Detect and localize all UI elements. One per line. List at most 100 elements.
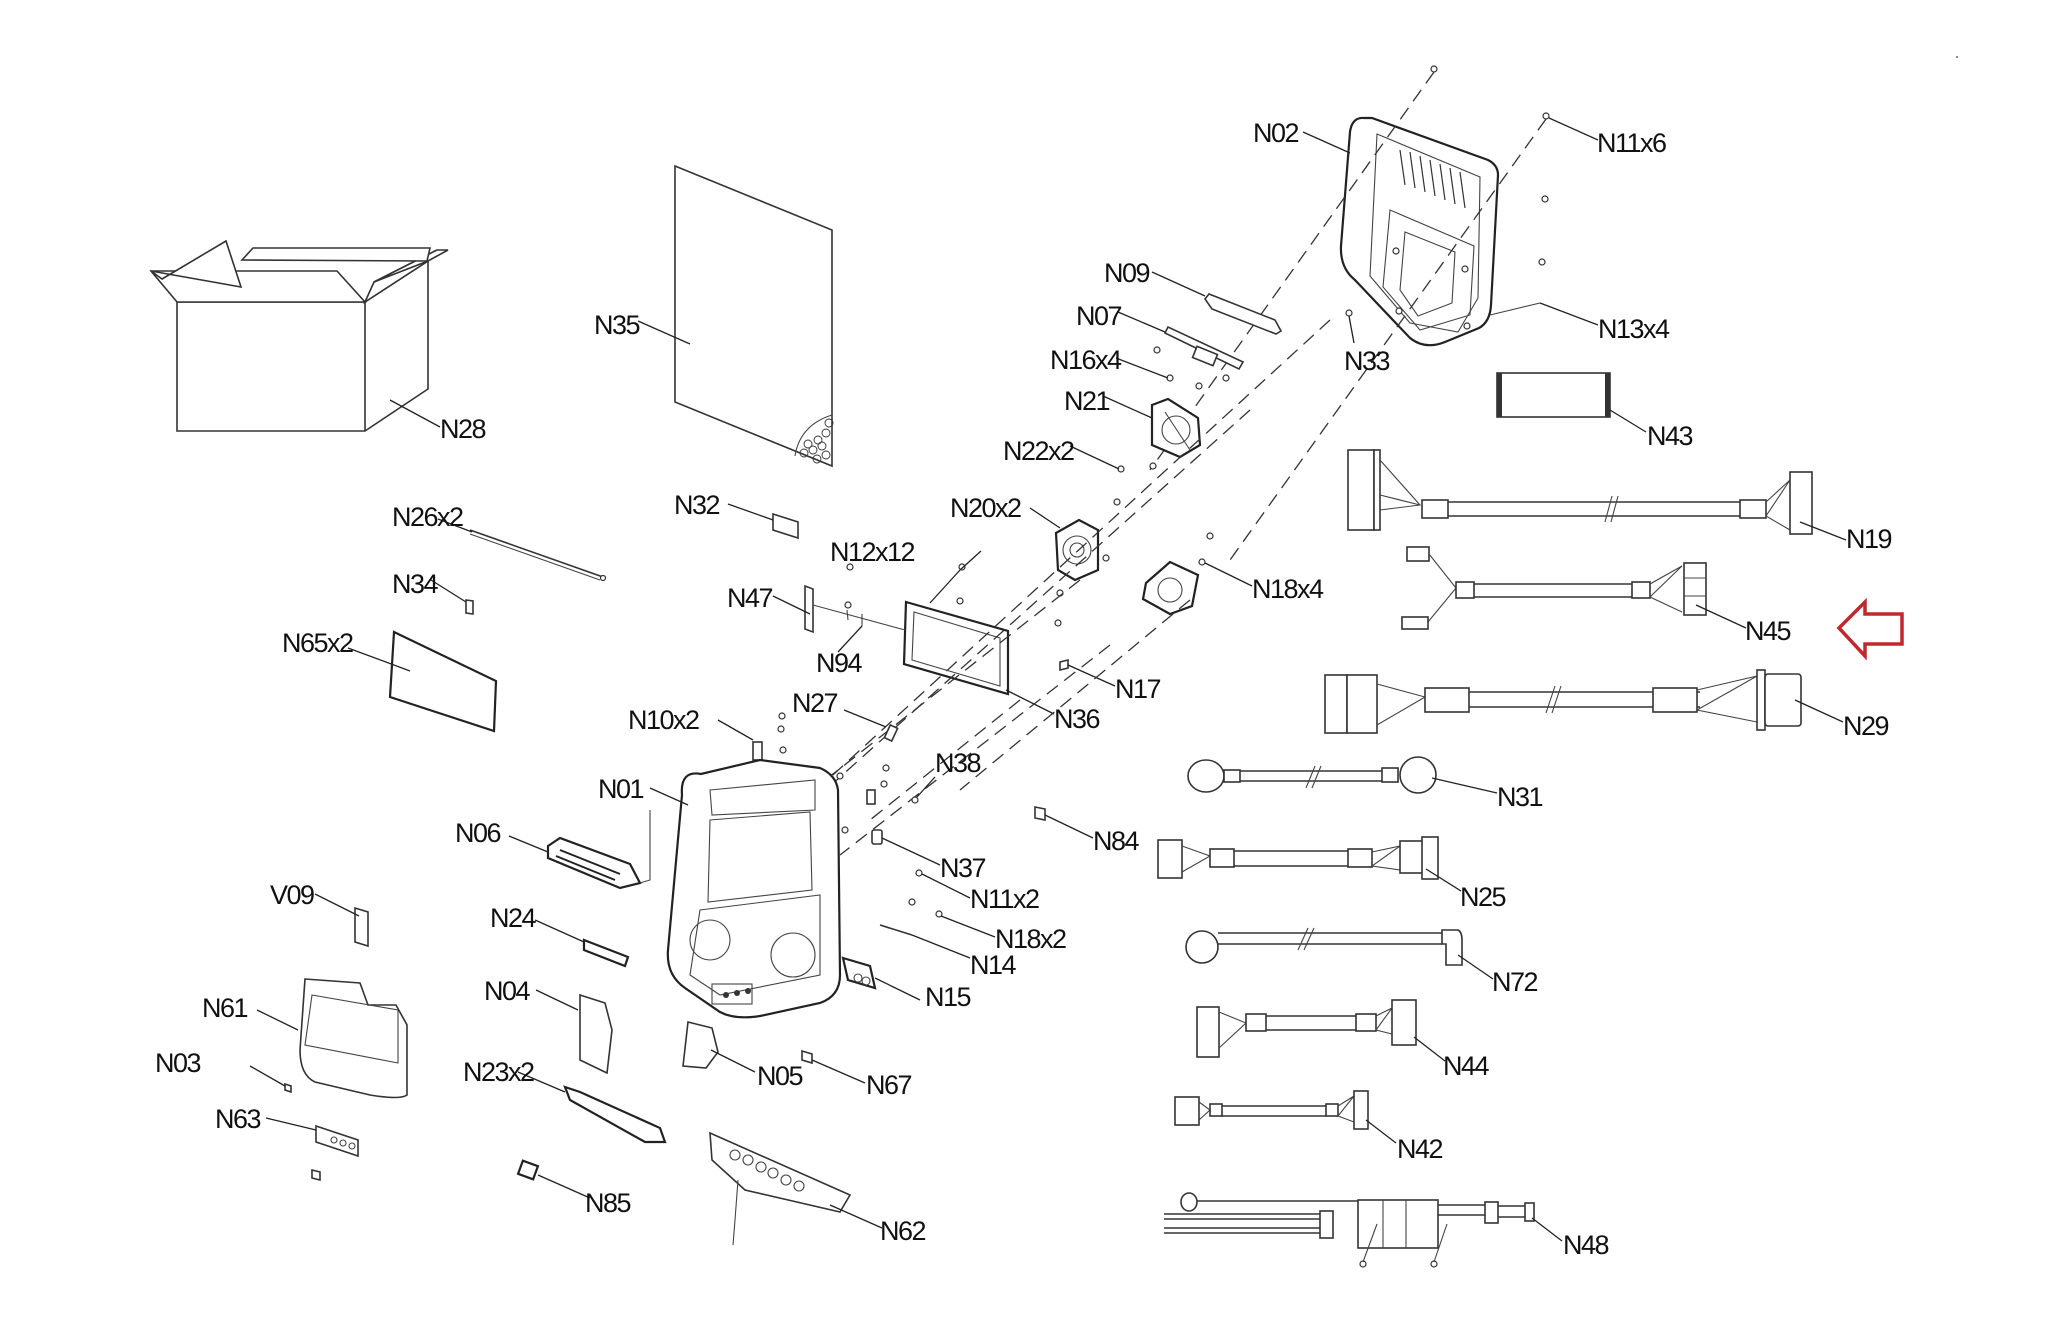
label-n62: N62 xyxy=(880,1216,926,1246)
assembly-line xyxy=(1229,118,1547,561)
part-n14-rod[interactable] xyxy=(879,924,913,936)
label-n42: N42 xyxy=(1397,1134,1443,1164)
part-v09-sticker[interactable] xyxy=(354,906,369,948)
part-n21-fan[interactable] xyxy=(1150,397,1202,459)
part-n10-clip[interactable] xyxy=(752,741,763,761)
label-n44: N44 xyxy=(1443,1051,1490,1081)
part-n84-sticker[interactable] xyxy=(1034,806,1046,821)
part-n94-spacer xyxy=(846,609,849,621)
screw-icon xyxy=(1054,619,1062,627)
label-n37: N37 xyxy=(940,853,986,883)
highlight-arrow-icon xyxy=(1836,597,1904,661)
label-n19: N19 xyxy=(1846,524,1892,554)
leader-n27 xyxy=(843,709,887,728)
label-n18x4: N18x4 xyxy=(1252,574,1324,604)
assembly-line xyxy=(959,599,1191,791)
label-n17: N17 xyxy=(1115,674,1161,704)
label-n85: N85 xyxy=(585,1188,631,1218)
part-n37-bracket[interactable] xyxy=(871,829,883,845)
part-n18-screw[interactable] xyxy=(935,910,943,918)
part-n44-harness[interactable] xyxy=(1196,999,1417,1058)
part-n85-knob[interactable] xyxy=(516,1159,540,1181)
part-n47-board[interactable] xyxy=(804,584,814,634)
leader-n12x12 xyxy=(959,550,982,571)
part-n32-sticker[interactable] xyxy=(772,512,799,540)
label-n10x2: N10x2 xyxy=(628,705,699,735)
part-n02-rear-housing[interactable] xyxy=(1339,116,1500,347)
part-n07-bracket[interactable] xyxy=(1163,325,1245,371)
leader-n84 xyxy=(1044,814,1094,839)
artifact-dot xyxy=(1956,56,1958,58)
part-n05-cover[interactable] xyxy=(682,1021,719,1069)
part-n15-board[interactable] xyxy=(841,956,877,990)
part-n06-keypad[interactable] xyxy=(546,836,642,890)
part-n24-grille[interactable] xyxy=(582,938,630,968)
leader-n07 xyxy=(1117,311,1166,333)
leader-n35 xyxy=(637,320,691,345)
leader-v09 xyxy=(314,893,360,917)
part-n65-film[interactable] xyxy=(388,630,498,733)
part-n61-overlay[interactable] xyxy=(299,978,408,1099)
part-n35-manual[interactable] xyxy=(674,164,834,468)
label-n65x2: N65x2 xyxy=(282,628,353,658)
label-n11x2: N11x2 xyxy=(970,884,1039,914)
leader-n16x4 xyxy=(1115,357,1169,379)
part-n31-ground-wire[interactable] xyxy=(1187,756,1437,794)
part-n67-gasket[interactable] xyxy=(801,1049,813,1065)
part-n62-membrane[interactable] xyxy=(709,1131,852,1246)
label-n21: N21 xyxy=(1064,386,1110,416)
part-n28-shipping-box[interactable] xyxy=(149,239,449,432)
part-n34-sticker[interactable] xyxy=(465,599,474,615)
part-n63-label-plate[interactable] xyxy=(315,1124,359,1158)
label-n02: N02 xyxy=(1253,118,1299,148)
part-n38-screw[interactable] xyxy=(911,796,919,804)
assembly-line xyxy=(819,409,1251,796)
label-n07: N07 xyxy=(1076,301,1122,331)
part-n43-ribbon-cable[interactable] xyxy=(1496,372,1611,418)
label-n14: N14 xyxy=(970,950,1017,980)
part-n01-front-console[interactable] xyxy=(666,758,842,1019)
label-n22x2: N22x2 xyxy=(1003,436,1074,466)
screw-icon xyxy=(880,780,888,788)
leader-n37 xyxy=(881,837,941,866)
part-n27-clip[interactable] xyxy=(883,723,899,743)
screw-icon xyxy=(779,746,787,754)
label-n32: N32 xyxy=(674,490,720,520)
leader-n44 xyxy=(1413,1036,1446,1062)
leader-n18x2 xyxy=(940,915,996,938)
part-n20-speaker[interactable] xyxy=(1054,518,1100,582)
leader-n18x4 xyxy=(1204,562,1253,587)
part-n19-harness[interactable] xyxy=(1347,449,1813,535)
part-n36-display[interactable] xyxy=(902,600,1010,696)
assembly-line xyxy=(799,579,1081,801)
label-n16x4: N16x4 xyxy=(1050,345,1122,375)
part-n48-harness[interactable] xyxy=(1164,1192,1535,1268)
part-n09-cover[interactable] xyxy=(1204,293,1283,335)
part-n42-harness[interactable] xyxy=(1174,1090,1369,1130)
part-n11-screw[interactable] xyxy=(915,869,923,877)
label-n72: N72 xyxy=(1492,967,1538,997)
part-n29-harness[interactable] xyxy=(1324,669,1802,734)
label-n27: N27 xyxy=(792,688,838,718)
part-n63-pad xyxy=(311,1168,321,1182)
label-n15: N15 xyxy=(925,982,971,1012)
part-n03-handle-trim[interactable] xyxy=(563,1085,667,1144)
part-n17-sticker[interactable] xyxy=(1059,658,1069,672)
screw-icon xyxy=(777,725,785,733)
part-n04-cover[interactable] xyxy=(579,993,613,1075)
part-n26-rod[interactable] xyxy=(469,529,607,582)
leader-n38 xyxy=(916,776,936,798)
label-n63: N63 xyxy=(215,1104,261,1134)
label-n03: N23x2 xyxy=(463,1057,534,1087)
label-n43: N43 xyxy=(1647,421,1693,451)
part-n45-harness[interactable] xyxy=(1401,546,1707,630)
part-n18-speaker[interactable] xyxy=(1141,560,1200,616)
part-n25-harness[interactable] xyxy=(1157,836,1439,880)
leader-n32 xyxy=(727,503,774,521)
screw-icon xyxy=(844,601,852,609)
part-n23-pad[interactable] xyxy=(284,1082,292,1094)
leader-n15 xyxy=(874,977,921,1001)
screw-icon xyxy=(1541,195,1549,203)
part-n72-wire[interactable] xyxy=(1185,927,1463,966)
screw-icon xyxy=(1206,532,1214,540)
